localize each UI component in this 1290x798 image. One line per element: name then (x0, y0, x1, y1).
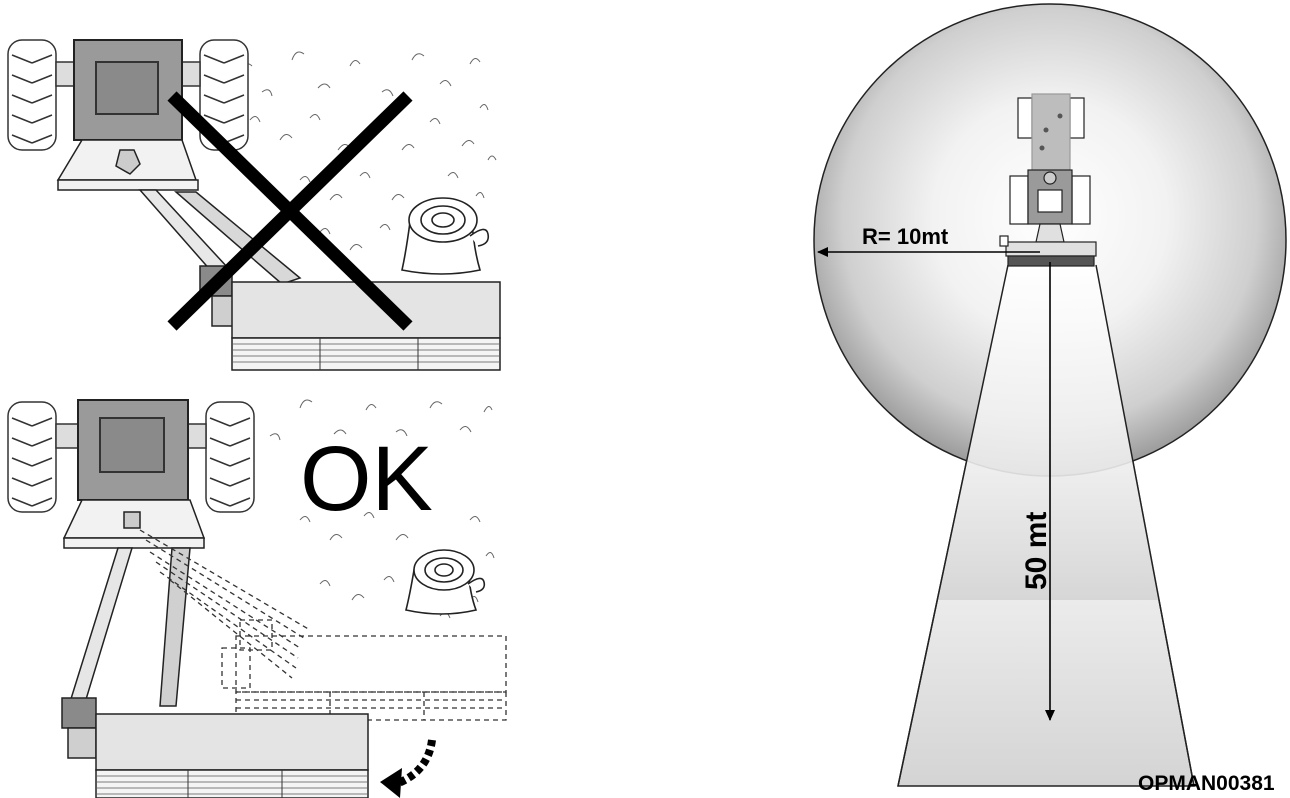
safety-zone-diagram: R= 10mt 50 mt (813, 3, 1287, 787)
tractor-cab-bottom (77, 399, 189, 501)
hitch-platform-top (56, 139, 199, 191)
arm-swing-path (139, 529, 311, 679)
tractor-topview (999, 93, 1097, 267)
grass-area-bottom (239, 399, 495, 619)
return-arrow-icon (380, 739, 436, 798)
tractor-wheels-bottom (7, 401, 255, 513)
radius-label: R= 10mt (862, 224, 949, 249)
document-code: OPMAN00381 (1138, 772, 1275, 795)
mower-arm-bottom (69, 547, 191, 707)
ok-label: OK (300, 428, 433, 530)
danger-cone-inner (938, 265, 1160, 600)
mower-head-top (199, 265, 501, 371)
hitch-platform-bottom (62, 499, 206, 549)
mower-head-bottom (61, 697, 369, 798)
wrong-position-illustration (7, 39, 501, 371)
mower-head-ghost (221, 619, 507, 721)
distance-label: 50 mt (1020, 512, 1053, 590)
tractor-cab-top (73, 39, 183, 141)
tractor-wheels-top (7, 39, 249, 151)
tree-stump-bottom (405, 549, 486, 615)
wrong-cross-icon (167, 91, 413, 331)
correct-position-illustration: OK (7, 399, 507, 798)
tree-stump-top (401, 197, 490, 275)
